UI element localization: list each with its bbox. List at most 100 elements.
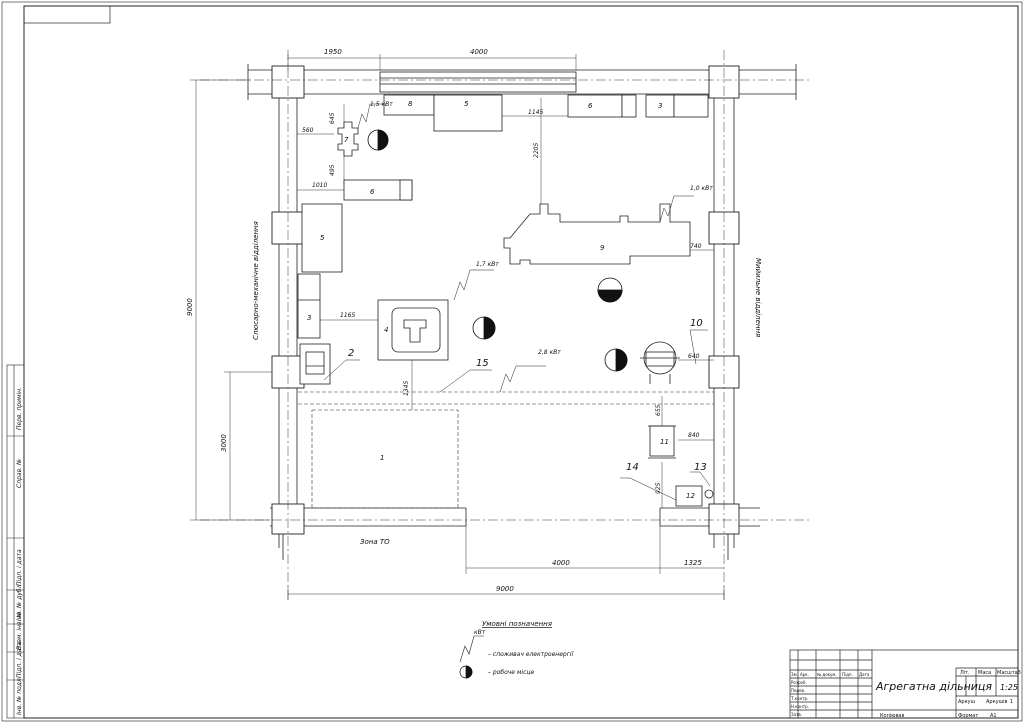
walls [247, 64, 797, 560]
dim-925: 925 [655, 482, 662, 494]
dim-560: 560 [302, 127, 314, 134]
dim-top-right: 4000 [470, 48, 488, 56]
power-label-2: 1,7 кВт [476, 261, 499, 268]
title-block [789, 649, 1019, 719]
tb-h-sign: Підп. [842, 672, 853, 677]
maintenance-zone [298, 391, 714, 509]
tb-r-check: Перев. [791, 688, 805, 693]
dim-1010: 1010 [312, 182, 327, 189]
workplace-symbol-1 [367, 129, 389, 151]
stamp-1: Перв. примін. [16, 387, 23, 430]
tb-h-list: Арк. [800, 672, 809, 677]
dimension-labels: 1950 4000 9000 3000 4000 1325 9000 645 5… [186, 48, 702, 593]
dim-top-left: 1950 [324, 48, 342, 56]
equip-label-4: 4 [384, 326, 388, 334]
dim-1345: 1345 [403, 381, 410, 396]
equip-label-3b: 3 [658, 102, 662, 110]
dim-655: 655 [655, 404, 662, 416]
tb-h-izm: Зм. [791, 672, 798, 677]
equip-12 [675, 485, 703, 507]
equipment-outlines [297, 94, 714, 507]
equip-label-6b: 6 [588, 102, 593, 110]
workplace-symbol-4 [604, 348, 628, 372]
stamp-2: Справ. № [16, 459, 23, 488]
legend-title: Умовні позначення [482, 620, 552, 628]
dim-1145: 1145 [528, 109, 543, 116]
room-label-left: Слюсарно-механічне відділення [252, 221, 260, 340]
dimension-lines [190, 54, 725, 600]
equip-label-6: 6 [370, 188, 375, 196]
equip-6-top [567, 94, 623, 118]
equip-7 [337, 121, 359, 157]
dim-left-total: 9000 [186, 298, 194, 316]
tb-copied: Копіював [880, 713, 904, 719]
equip-label-3: 3 [307, 314, 311, 322]
equip-label-10: 10 [690, 318, 703, 329]
workplace-symbol-2 [472, 316, 496, 340]
legend-kw: кВт [474, 629, 486, 636]
dim-640: 640 [688, 353, 700, 360]
dim-left-lower: 3000 [220, 434, 228, 452]
tb-h-doc: № докум. [817, 672, 837, 677]
legend-workplace-icon [459, 665, 473, 679]
tb-h-date: Дата [859, 672, 870, 677]
stamp-5: Взам. інв. № [16, 611, 23, 650]
equip-label-13: 13 [694, 462, 707, 473]
dim-bottom-total: 9000 [496, 585, 514, 593]
dim-495: 495 [329, 164, 336, 176]
power-labels: 1,5 кВт 1,7 кВт 2,8 кВт 1,0 кВт [370, 101, 713, 356]
equip-3-left [297, 273, 321, 339]
tb-format: Формат [958, 713, 978, 719]
dim-840: 840 [688, 432, 700, 439]
equip-5-left [301, 203, 343, 273]
legend-item-power: – споживач електроенергії [488, 651, 575, 658]
dim-bottom-mid: 4000 [552, 559, 570, 567]
stamp-4: Інв. № дубл. [16, 583, 23, 621]
tb-mass: Маса [978, 670, 991, 676]
tb-scale: Масштаб [997, 670, 1021, 676]
tb-format-val: А1 [990, 713, 997, 719]
room-label-right: Мийильне відділення [754, 258, 762, 337]
legend-power-icon [459, 635, 484, 663]
stamp-3: Підп. і дата [16, 549, 23, 586]
equip-label-12: 12 [686, 492, 695, 500]
tb-lit: Літ. [960, 670, 970, 676]
dim-2205: 2205 [533, 143, 540, 158]
legend-item-workplace: – робоче місце [488, 669, 534, 676]
legend: Умовні позначення кВт – споживач електро… [459, 620, 575, 679]
tb-sheets-val: 1 [1010, 699, 1013, 705]
equip-label-8: 8 [408, 100, 413, 108]
equip-label-14: 14 [626, 462, 639, 473]
leader-lines [323, 103, 711, 501]
side-stamps [6, 364, 25, 719]
equip-label-5: 5 [320, 234, 325, 242]
tb-r-ncontr: Н.контр. [791, 704, 809, 709]
equip-label-5b: 5 [464, 100, 469, 108]
equip-5-top [433, 94, 503, 132]
dim-645: 645 [329, 112, 336, 124]
equipment-numbers: 1 2 3 3 4 5 5 6 6 7 8 9 10 11 12 13 14 1… [307, 100, 707, 500]
dim-bottom-right: 1325 [684, 559, 702, 567]
room-labels: Слюсарно-механічне відділення Мийильне в… [252, 221, 762, 546]
power-label-1: 1,5 кВт [370, 101, 393, 108]
equip-11 [649, 425, 675, 457]
tb-scale-value: 1:25 [1000, 683, 1018, 692]
stamp-7: Інв. № подл. [16, 676, 23, 715]
workplace-symbols [367, 129, 628, 372]
equip-label-2: 2 [348, 348, 354, 359]
equip-label-1: 1 [380, 454, 384, 462]
equip-label-15: 15 [476, 358, 489, 369]
dim-740: 740 [690, 243, 702, 250]
equip-9 [503, 203, 691, 265]
equip-label-11: 11 [660, 438, 669, 446]
tb-sheet: Аркуш [958, 699, 976, 705]
tb-r-appr: Затв. [791, 712, 802, 717]
tb-sheets: Аркушів [986, 699, 1008, 705]
dim-1165: 1165 [340, 312, 355, 319]
equip-label-7: 7 [344, 136, 349, 144]
room-label-bottom: Зона ТО [360, 538, 390, 546]
workplace-symbol-3 [597, 277, 623, 303]
side-stamp-labels: Перв. примін. Справ. № Підп. і дата Інв.… [16, 387, 23, 715]
